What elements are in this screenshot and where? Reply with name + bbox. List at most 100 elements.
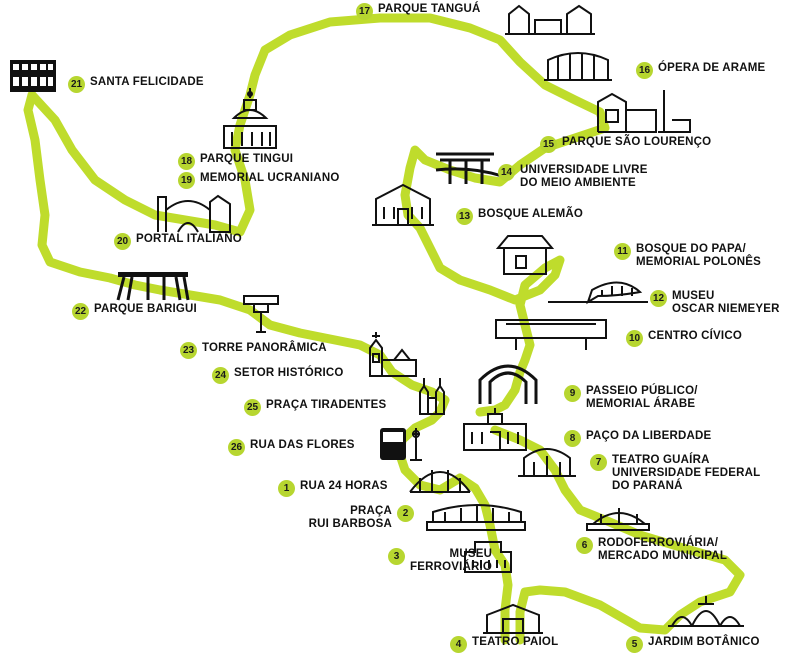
- parque-tangua-icon: [505, 4, 595, 35]
- stop-badge: 23: [180, 342, 197, 359]
- stop-label: PARQUE BARIGUI: [94, 303, 197, 315]
- stop-label: ÓPERA DE ARAME: [658, 62, 766, 74]
- rua-24-horas-icon: [409, 470, 471, 493]
- stop-badge: 22: [72, 303, 89, 320]
- paco-da-liberdade-icon: [463, 408, 527, 451]
- stop-20: 20 PORTAL ITALIANO: [114, 233, 242, 250]
- stop-badge: 11: [614, 243, 631, 260]
- stop-9: 9 PASSEIO PÚBLICO/ MEMORIAL ÁRABE: [564, 385, 698, 411]
- stop-badge: 3: [388, 548, 405, 565]
- rodoferroviaria-icon: [586, 508, 650, 531]
- stop-badge: 25: [244, 399, 261, 416]
- stop-label: TEATRO GUAÍRA UNIVERSIDADE FEDERAL DO PA…: [612, 454, 761, 492]
- bosque-alemao-icon: [372, 183, 434, 226]
- stop-badge: 10: [626, 330, 643, 347]
- stop-label: PRAÇA TIRADENTES: [266, 399, 387, 411]
- stop-2: 2 PRAÇA RUI BARBOSA: [309, 505, 414, 531]
- stop-label: PASSEIO PÚBLICO/ MEMORIAL ÁRABE: [586, 385, 698, 410]
- stop-label: PRAÇA RUI BARBOSA: [308, 505, 392, 530]
- stop-badge: 7: [590, 454, 607, 471]
- stop-3: 3 MUSEU FERROVIÁRIO: [388, 548, 492, 574]
- route-line-south-loop: [490, 425, 745, 645]
- stop-22: 22 PARQUE BARIGUI: [72, 303, 197, 320]
- parque-sao-lourenco-icon: [597, 90, 691, 133]
- stop-21: 21 SANTA FELICIDADE: [68, 76, 204, 93]
- stop-label: PAÇO DA LIBERDADE: [586, 430, 712, 442]
- setor-historico-icon: [369, 332, 417, 377]
- praca-tiradentes-icon: [419, 378, 445, 415]
- stop-26: 26 RUA DAS FLORES: [228, 439, 355, 456]
- stop-badge: 26: [228, 439, 245, 456]
- museu-ferroviario-icon: [464, 541, 512, 573]
- route-line-west-loop: [27, 13, 610, 417]
- passeio-publico-icon: [478, 364, 538, 404]
- stop-label: BOSQUE DO PAPA/ MEMORIAL POLONÊS: [636, 243, 762, 268]
- stop-badge: 17: [356, 3, 373, 20]
- stop-badge: 2: [397, 505, 414, 522]
- stop-badge: 8: [564, 430, 581, 447]
- parque-tingui-icon: [223, 88, 277, 149]
- teatro-paiol-icon: [483, 603, 543, 634]
- route-line: [23, 90, 513, 645]
- praca-rui-barbosa-icon: [426, 504, 526, 531]
- stop-1: 1 RUA 24 HORAS: [278, 480, 388, 497]
- stop-25: 25 PRAÇA TIRADENTES: [244, 399, 386, 416]
- stop-badge: 24: [212, 367, 229, 384]
- stop-8: 8 PAÇO DA LIBERDADE: [564, 430, 711, 447]
- stop-14: 14 UNIVERSIDADE LIVRE DO MEIO AMBIENTE: [498, 164, 648, 190]
- stop-badge: 20: [114, 233, 131, 250]
- stop-badge: 15: [540, 136, 557, 153]
- bosque-do-papa-icon: [495, 235, 555, 275]
- stop-label: PARQUE TANGUÁ: [378, 3, 481, 15]
- stop-label: MEMORIAL UCRANIANO: [200, 172, 340, 184]
- stop-label: TEATRO PAIOL: [472, 636, 559, 648]
- stop-23: 23 TORRE PANORÂMICA: [180, 342, 327, 359]
- stop-badge: 6: [576, 537, 593, 554]
- stop-4: 4 TEATRO PAIOL: [450, 636, 558, 653]
- teatro-guaira-icon: [518, 448, 576, 477]
- stop-24: 24 SETOR HISTÓRICO: [212, 367, 344, 384]
- stop-15: 15 PARQUE SÃO LOURENÇO: [540, 136, 711, 153]
- stop-label: SETOR HISTÓRICO: [234, 367, 344, 379]
- stop-11: 11 BOSQUE DO PAPA/ MEMORIAL POLONÊS: [614, 243, 761, 269]
- stop-badge: 19: [178, 172, 195, 189]
- stop-badge: 13: [456, 208, 473, 225]
- stop-label: CENTRO CÍVICO: [648, 330, 742, 342]
- parque-barigui-icon: [116, 272, 190, 301]
- stop-badge: 12: [650, 290, 667, 307]
- stop-badge: 4: [450, 636, 467, 653]
- torre-panoramica-icon: [243, 295, 279, 333]
- stop-16: 16 ÓPERA DE ARAME: [636, 62, 765, 79]
- stop-label: JARDIM BOTÂNICO: [648, 636, 760, 648]
- stop-label: PARQUE TINGUI: [200, 153, 294, 165]
- stop-17: 17 PARQUE TANGUÁ: [356, 3, 480, 20]
- museu-oscar-niemeyer-icon: [548, 281, 648, 305]
- stop-label: SANTA FELICIDADE: [90, 76, 204, 88]
- stop-badge: 1: [278, 480, 295, 497]
- stop-7: 7 TEATRO GUAÍRA UNIVERSIDADE FEDERAL DO …: [590, 454, 760, 493]
- stop-label: TORRE PANORÂMICA: [202, 342, 327, 354]
- stop-6: 6 RODOFERROVIÁRIA/ MERCADO MUNICIPAL: [576, 537, 727, 563]
- stop-12: 12 MUSEU OSCAR NIEMEYER: [650, 290, 780, 316]
- centro-civico-icon: [495, 319, 607, 350]
- stop-badge: 16: [636, 62, 653, 79]
- stop-label: RUA DAS FLORES: [250, 439, 355, 451]
- stop-10: 10 CENTRO CÍVICO: [626, 330, 742, 347]
- portal-italiano-icon: [157, 194, 231, 233]
- opera-de-arame-icon: [544, 52, 612, 81]
- stop-badge: 18: [178, 153, 195, 170]
- stop-13: 13 BOSQUE ALEMÃO: [456, 208, 583, 225]
- rua-das-flores-icon: [380, 428, 422, 461]
- stop-label: BOSQUE ALEMÃO: [478, 208, 584, 220]
- stop-18-19: 18 PARQUE TINGUI 19 MEMORIAL UCRANIANO: [178, 153, 339, 189]
- stop-label: UNIVERSIDADE LIVRE DO MEIO AMBIENTE: [520, 164, 648, 189]
- stop-badge: 21: [68, 76, 85, 93]
- stop-label: RODOFERROVIÁRIA/ MERCADO MUNICIPAL: [598, 537, 728, 562]
- stop-label: PORTAL ITALIANO: [136, 233, 242, 245]
- stop-badge: 9: [564, 385, 581, 402]
- santa-felicidade-icon: [10, 60, 56, 92]
- stop-label: MUSEU OSCAR NIEMEYER: [672, 290, 780, 315]
- stop-label: MUSEU FERROVIÁRIO: [410, 548, 493, 573]
